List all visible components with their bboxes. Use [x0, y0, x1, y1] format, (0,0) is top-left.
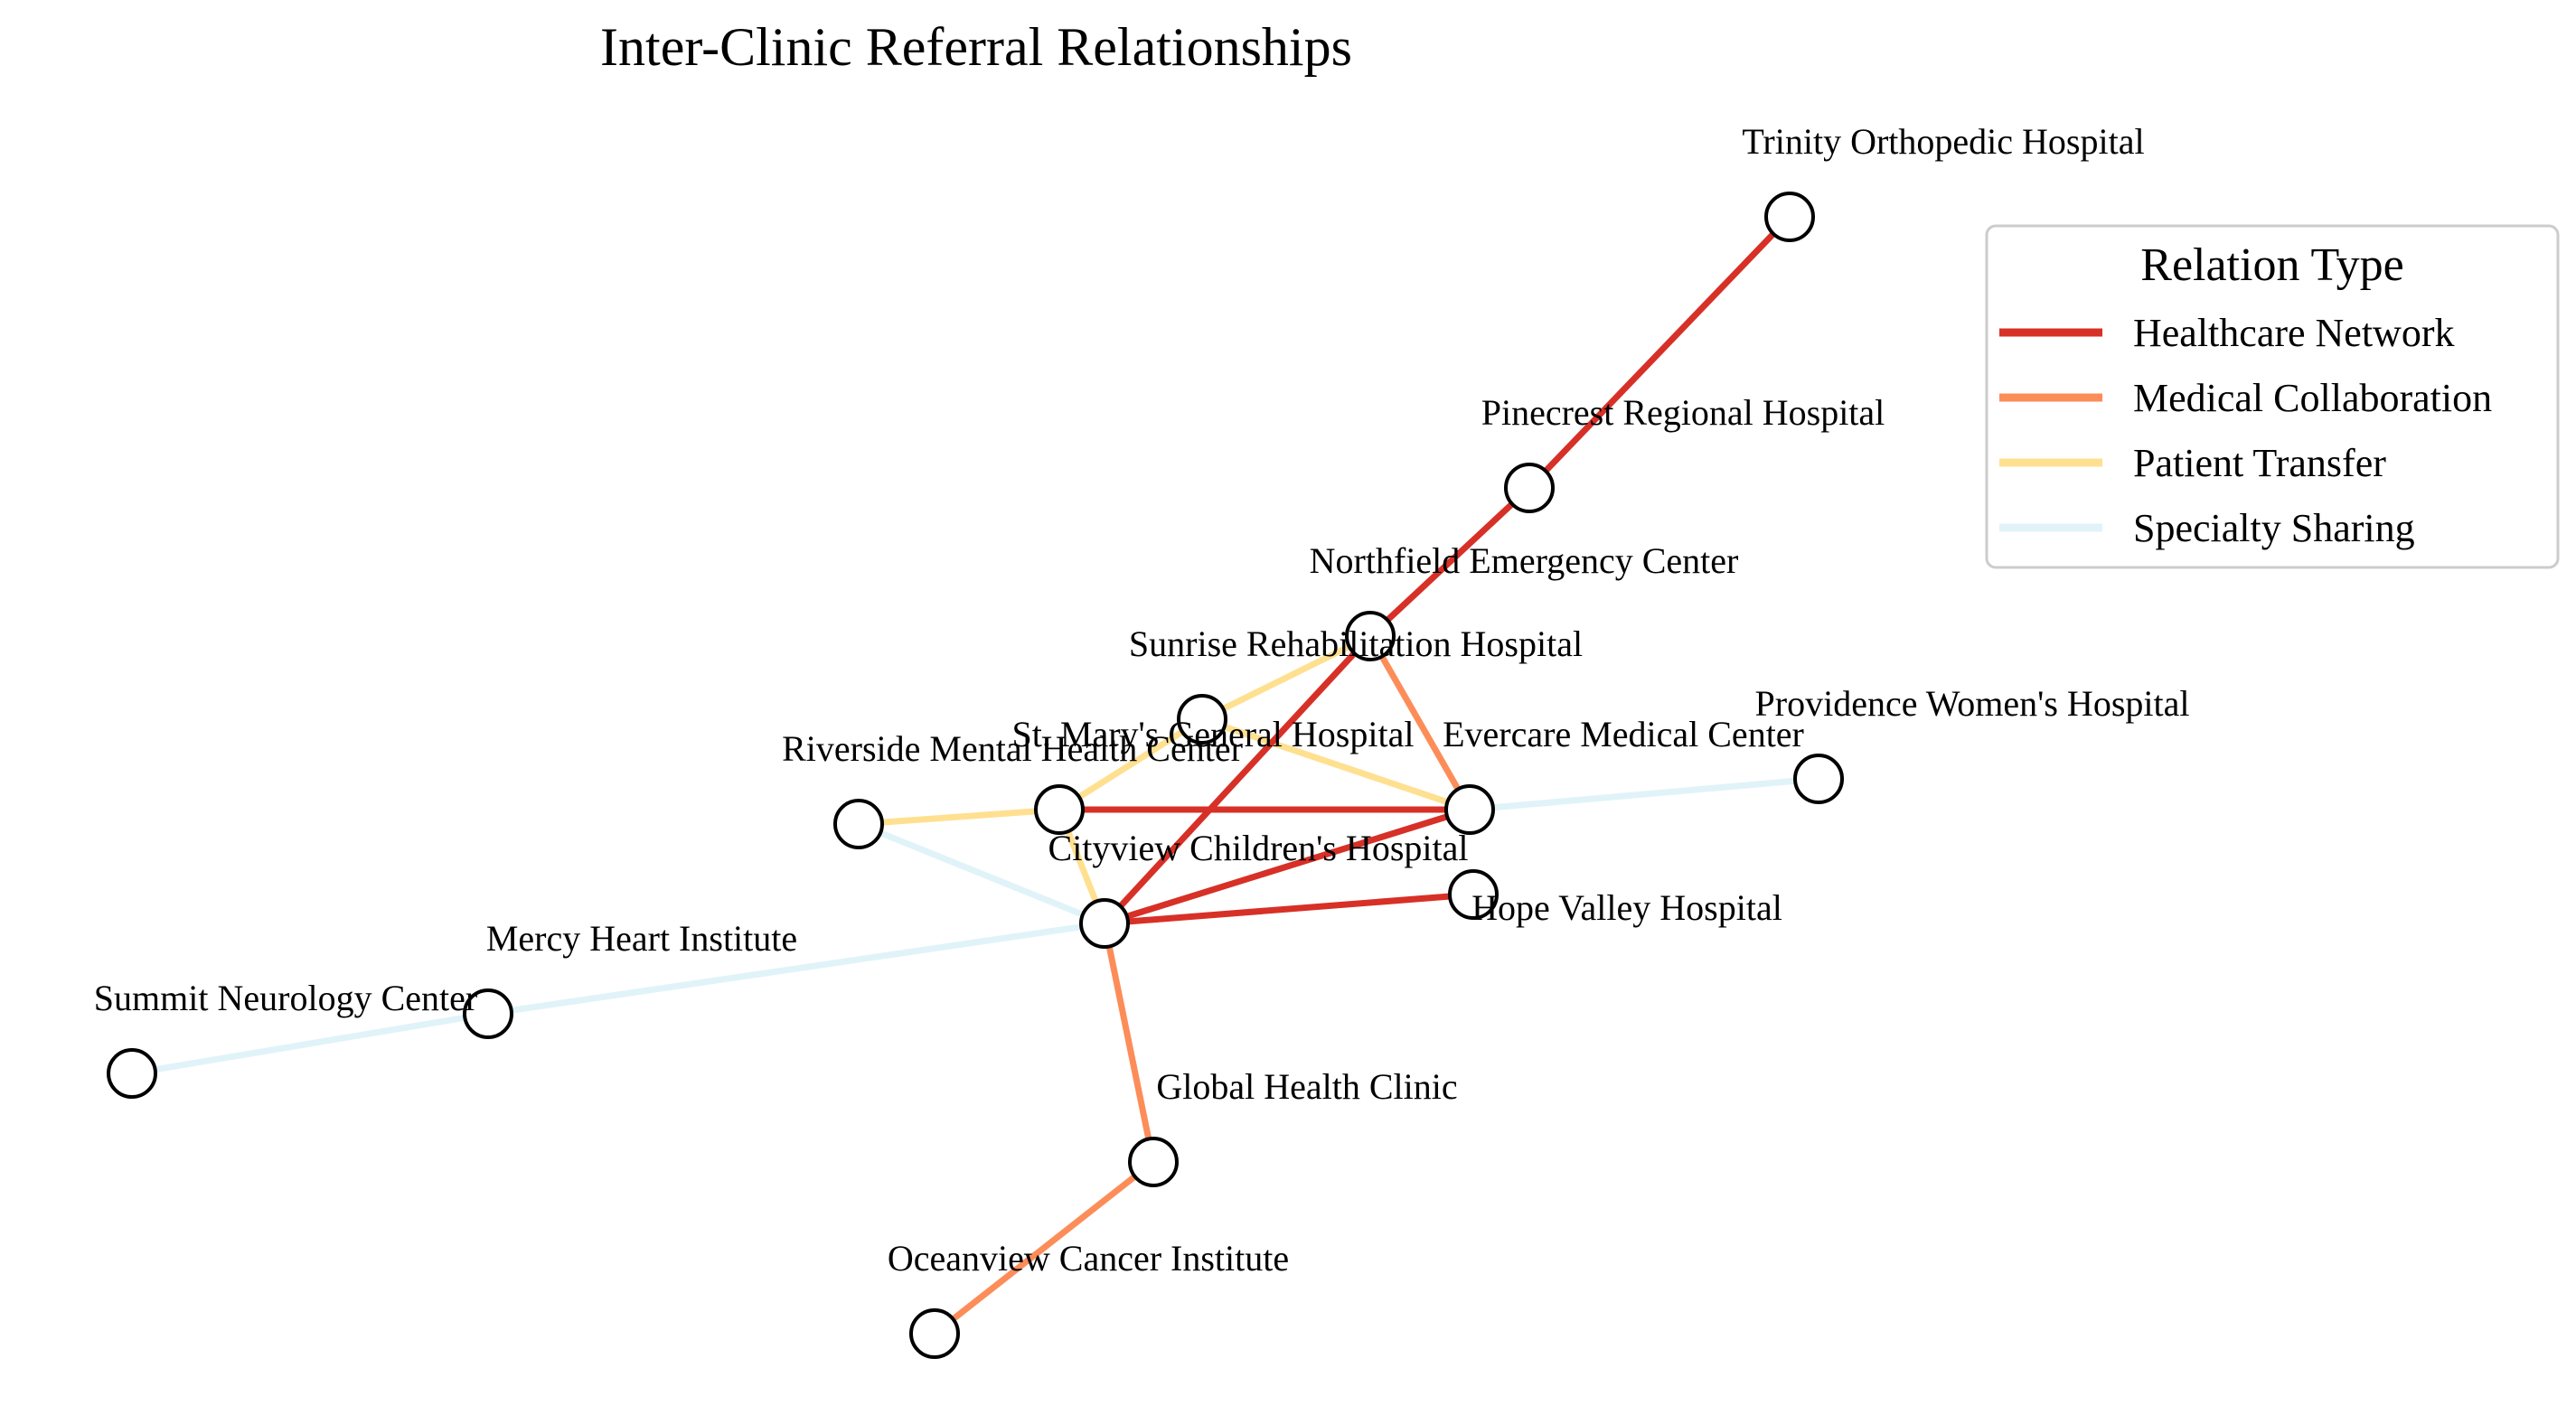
edge-stmarys-riverside	[858, 806, 1060, 828]
edge-northfield-evercare	[1367, 634, 1473, 811]
node-label-stmarys: St. Mary's General Hospital	[1012, 714, 1415, 754]
node-label-northfield: Northfield Emergency Center	[1310, 540, 1739, 581]
edge-sunrise-evercare	[1200, 716, 1471, 813]
chart-title: Inter-Clinic Referral Relationships	[600, 17, 1352, 77]
node-label-evercare: Evercare Medical Center	[1443, 714, 1804, 754]
legend-label-specialty: Specialty Sharing	[2133, 506, 2415, 550]
node-label-cityview: Cityview Children's Hospital	[1048, 828, 1469, 868]
node-layer	[107, 192, 1844, 1359]
legend-box	[1985, 224, 2560, 569]
legend-label-medical: Medical Collaboration	[2133, 376, 2492, 420]
edge-cityview-hopevalley	[1104, 891, 1474, 927]
node-pinecrest	[1504, 463, 1555, 513]
node-label-providence: Providence Women's Hospital	[1755, 683, 2190, 724]
node-label-summit: Summit Neurology Center	[94, 978, 477, 1018]
edge-riverside-cityview	[857, 820, 1106, 927]
legend-label-healthcare: Healthcare Network	[2133, 311, 2454, 355]
node-northfield	[1345, 611, 1396, 661]
edge-sunrise-stmarys	[1058, 717, 1204, 812]
edge-northfield-cityview	[1102, 633, 1373, 926]
node-stmarys	[1034, 784, 1085, 835]
node-mercy	[463, 988, 513, 1039]
legend: Relation Type Healthcare NetworkMedical …	[1985, 224, 2560, 569]
node-summit	[107, 1048, 157, 1099]
node-hopevalley	[1448, 869, 1499, 920]
edge-evercare-cityview	[1103, 806, 1471, 927]
legend-title: Relation Type	[2140, 239, 2403, 291]
edge-pinecrest-northfield	[1368, 485, 1532, 639]
node-sunrise	[1177, 694, 1227, 745]
node-evercare	[1444, 784, 1495, 835]
node-riverside	[833, 799, 884, 849]
edge-northfield-sunrise	[1200, 632, 1372, 723]
node-label-riverside: Riverside Mental Health Center	[782, 728, 1243, 769]
node-label-pinecrest: Pinecrest Regional Hospital	[1481, 392, 1885, 433]
node-oceanview	[909, 1308, 960, 1359]
node-providence	[1793, 754, 1844, 804]
edge-global-oceanview	[932, 1159, 1156, 1336]
node-trinity	[1764, 192, 1815, 242]
legend-label-transfer: Patient Transfer	[2133, 441, 2386, 485]
node-label-mercy: Mercy Heart Institute	[486, 918, 797, 959]
node-global	[1128, 1137, 1179, 1187]
node-label-hopevalley: Hope Valley Hospital	[1471, 887, 1782, 928]
node-label-global: Global Health Clinic	[1156, 1066, 1457, 1107]
edge-mercy-summit	[131, 1010, 489, 1077]
node-cityview	[1079, 898, 1130, 949]
edge-cityview-global	[1101, 923, 1157, 1163]
edge-evercare-providence	[1469, 775, 1819, 813]
node-label-sunrise: Sunrise Rehabilitation Hospital	[1129, 623, 1583, 664]
node-label-trinity: Trinity Orthopedic Hospital	[1742, 121, 2144, 162]
edge-layer	[131, 214, 1819, 1336]
node-label-oceanview: Oceanview Cancer Institute	[888, 1238, 1289, 1279]
edge-trinity-pinecrest	[1527, 214, 1792, 491]
edge-cityview-mercy	[487, 920, 1105, 1017]
